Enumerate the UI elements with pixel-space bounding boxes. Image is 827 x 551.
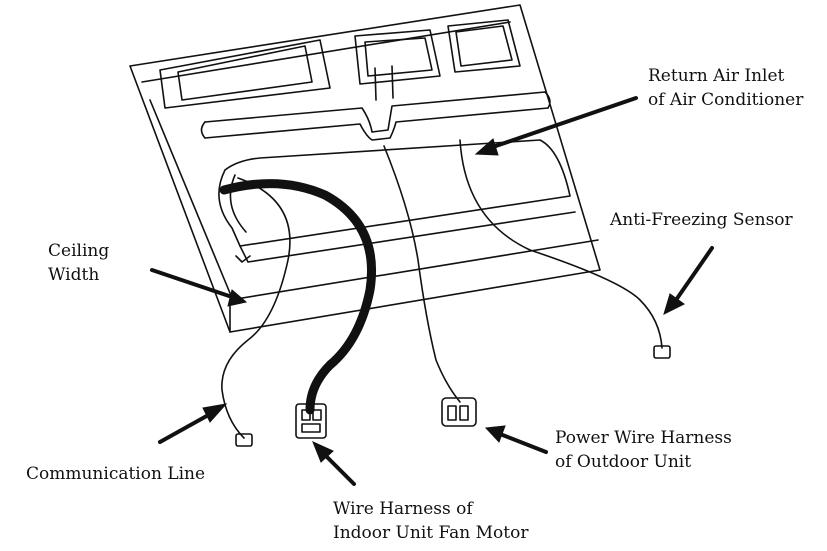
return-air-inlet-label-line2: of Air Conditioner [648,90,804,110]
arrow-power-wire-harness [484,425,548,454]
power-wire-harness-label-line1: Power Wire Harness [555,428,732,448]
fan-motor-harness-label-line2: Indoor Unit Fan Motor [333,523,529,543]
communication-line-cable [221,177,291,439]
grille-panels [159,19,521,109]
power-wire-harness-label-line2: of Outdoor Unit [555,452,692,472]
ceiling-width-label-line1: Ceiling [48,241,110,261]
arrow-anti-freezing-sensor [663,246,714,315]
return-air-inlet-label-line1: Return Air Inlet [648,66,785,86]
arrow-return-air-inlet [474,96,638,156]
anti-freezing-sensor-head [653,345,671,359]
ceiling-width-label-line2: Width [48,265,100,285]
ceiling-width-label: Ceiling Width [48,239,109,287]
fan-motor-harness-label-line1: Wire Harness of [333,499,473,519]
power-wire-harness-label: Power Wire Harness of Outdoor Unit [555,426,732,474]
return-air-rail [200,65,551,141]
anti-freezing-sensor-label: Anti-Freezing Sensor [610,210,793,230]
fan-motor-harness-connector [295,403,327,439]
fan-motor-harness-label: Wire Harness of Indoor Unit Fan Motor [333,497,528,545]
communication-line-label: Communication Line [26,464,206,484]
arrow-ceiling-width [150,268,248,307]
arrow-fan-motor-harness [312,441,356,486]
power-wire-connector [441,397,477,427]
communication-line-connector [235,433,253,447]
ceiling-panel [129,4,601,333]
anti-freezing-sensor-wire [459,139,663,349]
fan-motor-harness-cable [219,179,376,415]
arrow-communication-line [158,403,228,444]
return-air-inlet-label: Return Air Inlet of Air Conditioner [648,64,803,112]
return-air-inlet [218,139,576,263]
power-wire-cable [383,145,461,403]
